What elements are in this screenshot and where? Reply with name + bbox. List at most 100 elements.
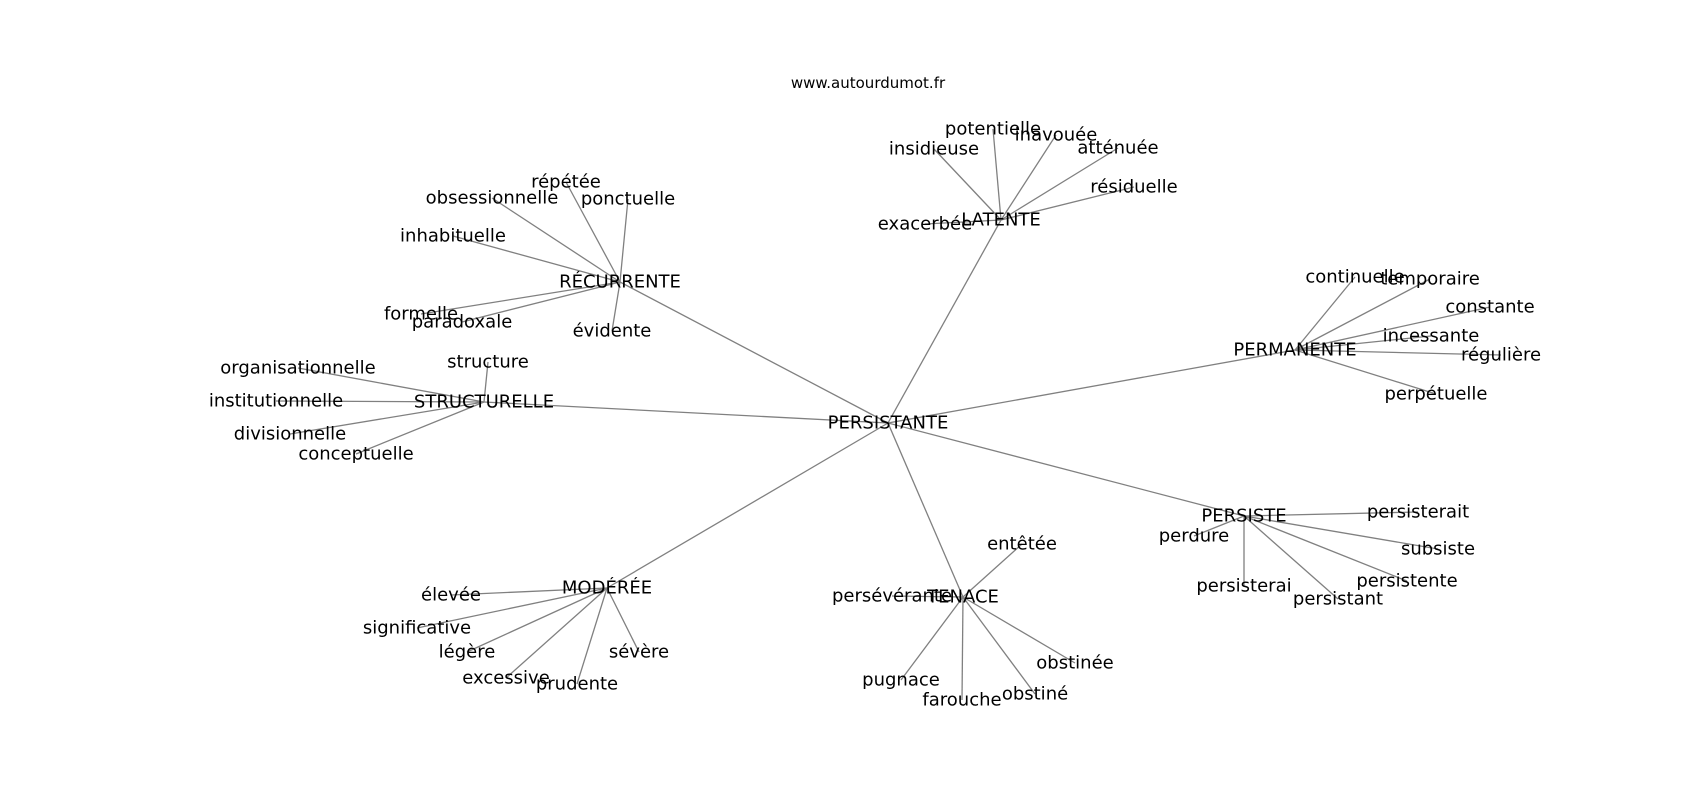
- edge-hub-leaf: [1294, 306, 1491, 351]
- edge-hub-leaf: [1243, 511, 1419, 517]
- edge-hub-leaf: [1294, 276, 1356, 351]
- leaf-node: prudente: [536, 674, 618, 695]
- leaf-node: perpétuelle: [1384, 384, 1487, 405]
- edge-hub-leaf: [606, 587, 640, 653]
- leaf-node: ponctuelle: [581, 189, 675, 210]
- leaf-node: élevée: [421, 585, 481, 606]
- leaf-node: continuelle: [1305, 267, 1404, 288]
- leaf-node: entêtée: [987, 534, 1057, 555]
- edge-hub-leaf: [900, 596, 964, 681]
- edge-hub-leaf: [1243, 515, 1408, 582]
- leaf-node: perdure: [1159, 526, 1230, 547]
- edge-hub-leaf: [1294, 349, 1437, 395]
- edge-hub-leaf: [355, 401, 485, 455]
- edge-center-hub: [887, 349, 1296, 424]
- leaf-node: obstiné: [1002, 684, 1068, 705]
- edge-hub-leaf: [275, 400, 485, 403]
- leaf-node: inhabituelle: [400, 226, 506, 247]
- edge-center-hub: [483, 401, 889, 424]
- leaf-node: évidente: [573, 321, 652, 342]
- leaf-node: exacerbée: [878, 214, 972, 235]
- leaf-node: institutionnelle: [209, 391, 343, 412]
- edge-hub-leaf: [891, 595, 964, 598]
- leaf-node: régulière: [1461, 345, 1541, 366]
- edge-hub-leaf: [1243, 515, 1339, 600]
- edge-hub-leaf: [1294, 349, 1502, 356]
- edge-hub-leaf: [1000, 186, 1135, 221]
- leaf-node: constante: [1445, 297, 1534, 318]
- edge-hub-leaf: [924, 219, 1002, 225]
- edge-hub-leaf: [483, 361, 489, 403]
- leaf-node: structure: [447, 352, 529, 373]
- leaf-node: obsessionnelle: [426, 188, 559, 209]
- leaf-node: significative: [363, 618, 471, 639]
- edge-center-hub: [887, 422, 964, 598]
- edge-hub-leaf: [619, 198, 629, 283]
- edge-hub-leaf: [461, 281, 621, 323]
- leaf-node: persisterai: [1196, 576, 1291, 597]
- leaf-node: pugnace: [862, 670, 940, 691]
- graph-edges: [275, 128, 1502, 701]
- edge-hub-leaf: [505, 587, 608, 679]
- edge-hub-leaf: [1000, 147, 1119, 221]
- edge-hub-leaf: [565, 181, 621, 283]
- edge-hub-leaf: [611, 281, 621, 332]
- edge-hub-leaf: [1243, 515, 1439, 550]
- leaf-node: insidieuse: [889, 139, 979, 160]
- edge-hub-leaf: [450, 587, 608, 596]
- edge-hub-leaf: [576, 587, 608, 685]
- leaf-node: incessante: [1383, 326, 1480, 347]
- edge-hub-leaf: [1294, 335, 1432, 351]
- leaf-node: divisionnelle: [234, 424, 346, 445]
- leaf-node: formelle: [384, 304, 458, 325]
- edge-center-hub: [606, 422, 889, 589]
- hub-node: STRUCTURELLE: [414, 392, 554, 413]
- watermark: www.autourdumot.fr: [791, 74, 946, 92]
- leaf-node: excessive: [462, 668, 550, 689]
- edge-hub-leaf: [491, 197, 621, 283]
- edge-hub-leaf: [289, 401, 485, 435]
- leaf-node: persistant: [1293, 589, 1383, 610]
- leaf-node: subsiste: [1401, 539, 1475, 560]
- leaf-node: résiduelle: [1090, 177, 1177, 198]
- leaf-node: inavouée: [1015, 125, 1098, 146]
- leaf-node: temporaire: [1380, 269, 1480, 290]
- edge-hub-leaf: [452, 235, 621, 283]
- hub-node: MODÉRÉE: [562, 577, 652, 599]
- edge-hub-leaf: [416, 587, 608, 629]
- edge-hub-leaf: [962, 543, 1023, 598]
- hub-node: PERMANENTE: [1233, 340, 1356, 361]
- hub-node: TENACE: [926, 587, 999, 608]
- center-node: PERSISTANTE: [828, 413, 949, 434]
- leaf-node: sévère: [609, 642, 669, 663]
- leaf-node: obstinée: [1036, 653, 1113, 674]
- leaf-node: légère: [439, 642, 496, 663]
- edge-hub-leaf: [962, 596, 1036, 695]
- edge-center-hub: [887, 422, 1245, 517]
- edge-center-hub: [619, 281, 889, 424]
- edge-hub-leaf: [1000, 134, 1057, 221]
- leaf-node: potentielle: [945, 119, 1041, 140]
- hub-node: RÉCURRENTE: [559, 271, 681, 293]
- leaf-node: persistente: [1356, 571, 1457, 592]
- edge-center-hub: [887, 219, 1002, 424]
- leaf-node: persévérante: [832, 586, 952, 607]
- leaf-node: organisationnelle: [220, 358, 375, 379]
- edge-hub-leaf: [466, 587, 608, 653]
- edge-hub-leaf: [961, 596, 964, 701]
- leaf-node: répétée: [531, 172, 601, 193]
- edge-hub-leaf: [420, 281, 621, 315]
- edge-hub-leaf: [933, 148, 1002, 221]
- edge-hub-leaf: [1193, 515, 1245, 537]
- edge-hub-leaf: [1294, 278, 1431, 351]
- leaf-node: farouche: [922, 690, 1001, 711]
- hub-node: PERSISTE: [1201, 506, 1286, 527]
- edge-hub-leaf: [962, 596, 1076, 664]
- hub-node: LATENTE: [961, 210, 1041, 231]
- leaf-node: atténuée: [1077, 138, 1158, 159]
- leaf-node: conceptuelle: [298, 444, 413, 465]
- leaf-node: persisterait: [1367, 502, 1469, 523]
- leaf-node: paradoxale: [412, 312, 513, 333]
